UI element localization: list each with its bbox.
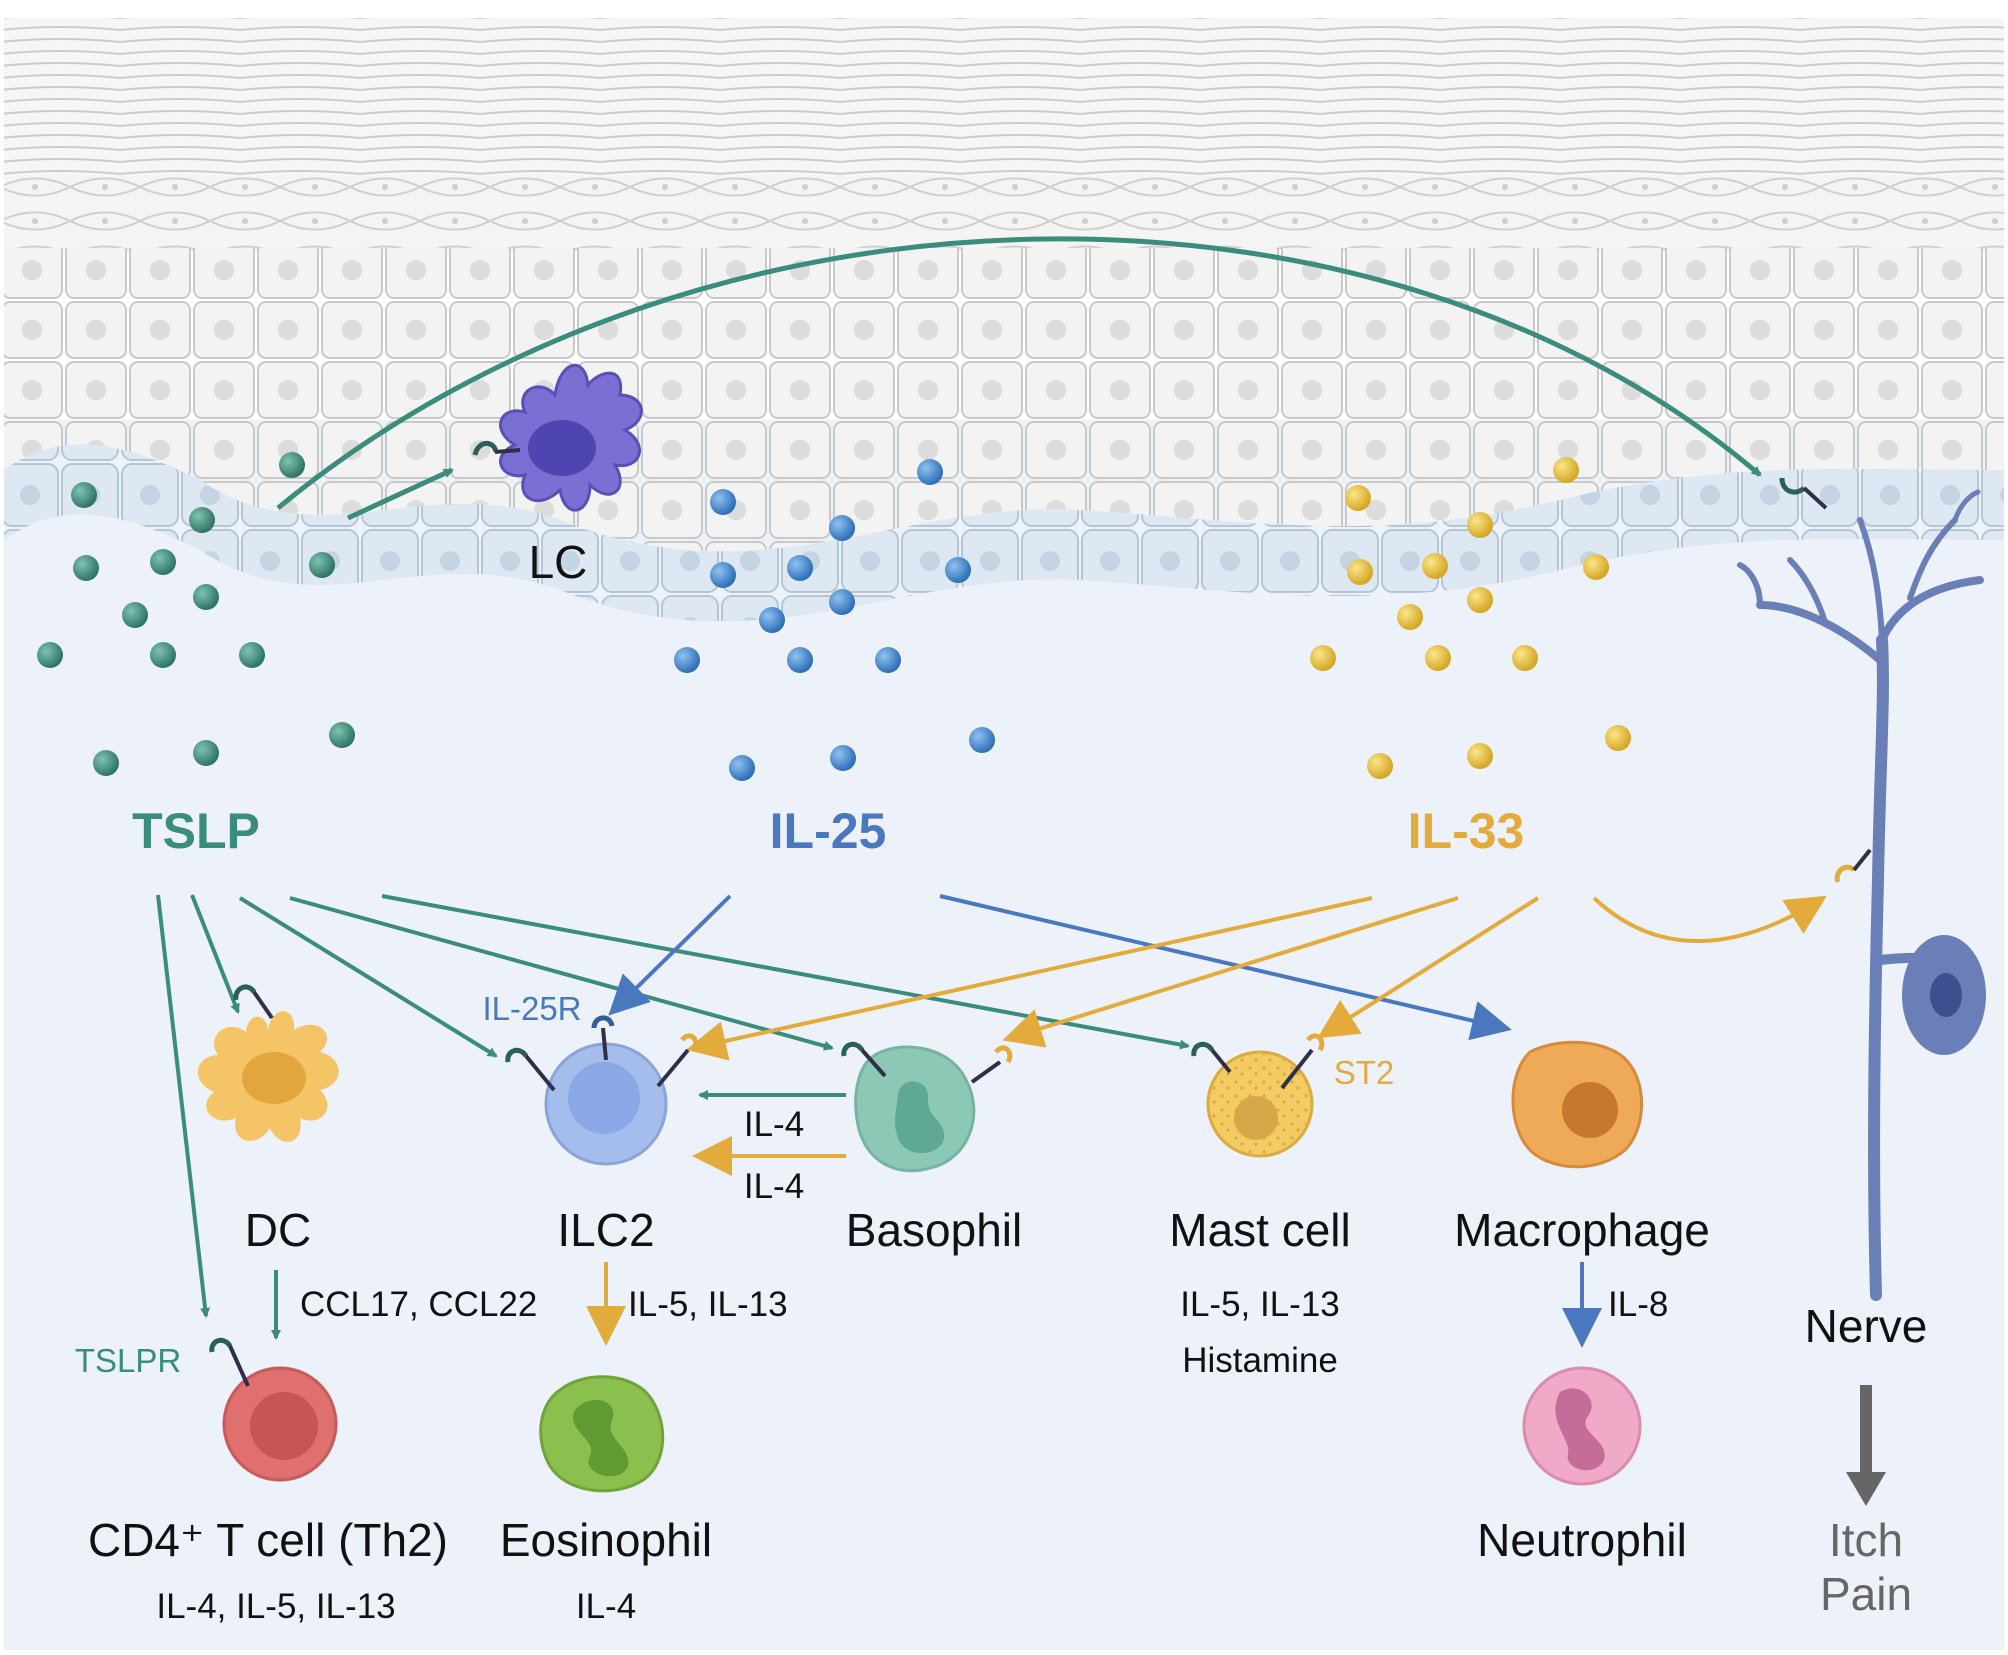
- mast-mediators-2: Histamine: [1182, 1341, 1338, 1380]
- tslp-arrows: [156, 894, 1190, 1340]
- il25r-label: IL-25R: [482, 990, 581, 1027]
- mast-mediators-1: IL-5, IL-13: [1180, 1285, 1340, 1324]
- outcome-arrow-head: [1846, 1472, 1886, 1506]
- ilc2-mediators: IL-5, IL-13: [628, 1285, 788, 1324]
- dc-mediators: CCL17, CCL22: [300, 1285, 537, 1324]
- langerhans-cell: [472, 363, 643, 512]
- tslp-to-nerve-arc: [276, 236, 1762, 510]
- il33-label: IL-33: [1408, 803, 1525, 859]
- tslp-to-lc-arrow: [346, 467, 454, 521]
- dc-label: DC: [245, 1204, 311, 1256]
- il25-particles: [674, 459, 995, 781]
- nerve-tslp-receptor: [1779, 477, 1806, 495]
- basophil-il4-label: IL-4: [744, 1105, 804, 1144]
- eosinophil-cell: [539, 1375, 665, 1493]
- macrophage-label: Macrophage: [1454, 1204, 1710, 1256]
- eosinophil-label: Eosinophil: [500, 1514, 712, 1566]
- neutrophil-label: Neutrophil: [1477, 1514, 1687, 1566]
- t-cell-label: CD4⁺ T cell (Th2): [88, 1514, 448, 1566]
- tslp-label: TSLP: [132, 803, 260, 859]
- nerve-st2-receptor: [1834, 864, 1856, 883]
- il33-arrows: [586, 895, 1827, 1346]
- il33-particles: [1310, 457, 1631, 779]
- nerve-label: Nerve: [1805, 1300, 1928, 1352]
- dendritic-cell: [197, 984, 339, 1142]
- outcome-itch: Itch: [1829, 1514, 1903, 1566]
- neutrophil-cell: [1522, 1366, 1642, 1486]
- ilc2-label: ILC2: [557, 1204, 654, 1256]
- basal-layer: [4, 444, 2004, 622]
- il33-il4-label: IL-4: [744, 1167, 804, 1206]
- tslp-particles: [37, 452, 355, 776]
- macrophage-mediators: IL-8: [1608, 1285, 1668, 1324]
- lc-label: LC: [529, 536, 588, 588]
- nerve-nucleus: [1930, 973, 1962, 1017]
- basophil-cell: [841, 1041, 1013, 1173]
- st2-label: ST2: [1334, 1054, 1395, 1091]
- stratum-granulosum: [4, 175, 2004, 250]
- il25-arrows: [608, 894, 1602, 1348]
- mast-cell-label: Mast cell: [1169, 1204, 1350, 1256]
- t-cell-mediators: IL-4, IL-5, IL-13: [156, 1587, 395, 1626]
- macrophage-cell: [1511, 1040, 1644, 1169]
- eosinophil-mediators: IL-4: [576, 1587, 636, 1626]
- ilc2-cell: [505, 1015, 699, 1166]
- tslpr-label: TSLPR: [75, 1342, 181, 1379]
- mast-cell: [1191, 1033, 1325, 1158]
- t-cell: [209, 1337, 338, 1482]
- stratum-corneum: [4, 18, 2004, 178]
- il25-label: IL-25: [770, 803, 887, 859]
- basophil-label: Basophil: [846, 1204, 1022, 1256]
- outcome-pain: Pain: [1820, 1568, 1912, 1620]
